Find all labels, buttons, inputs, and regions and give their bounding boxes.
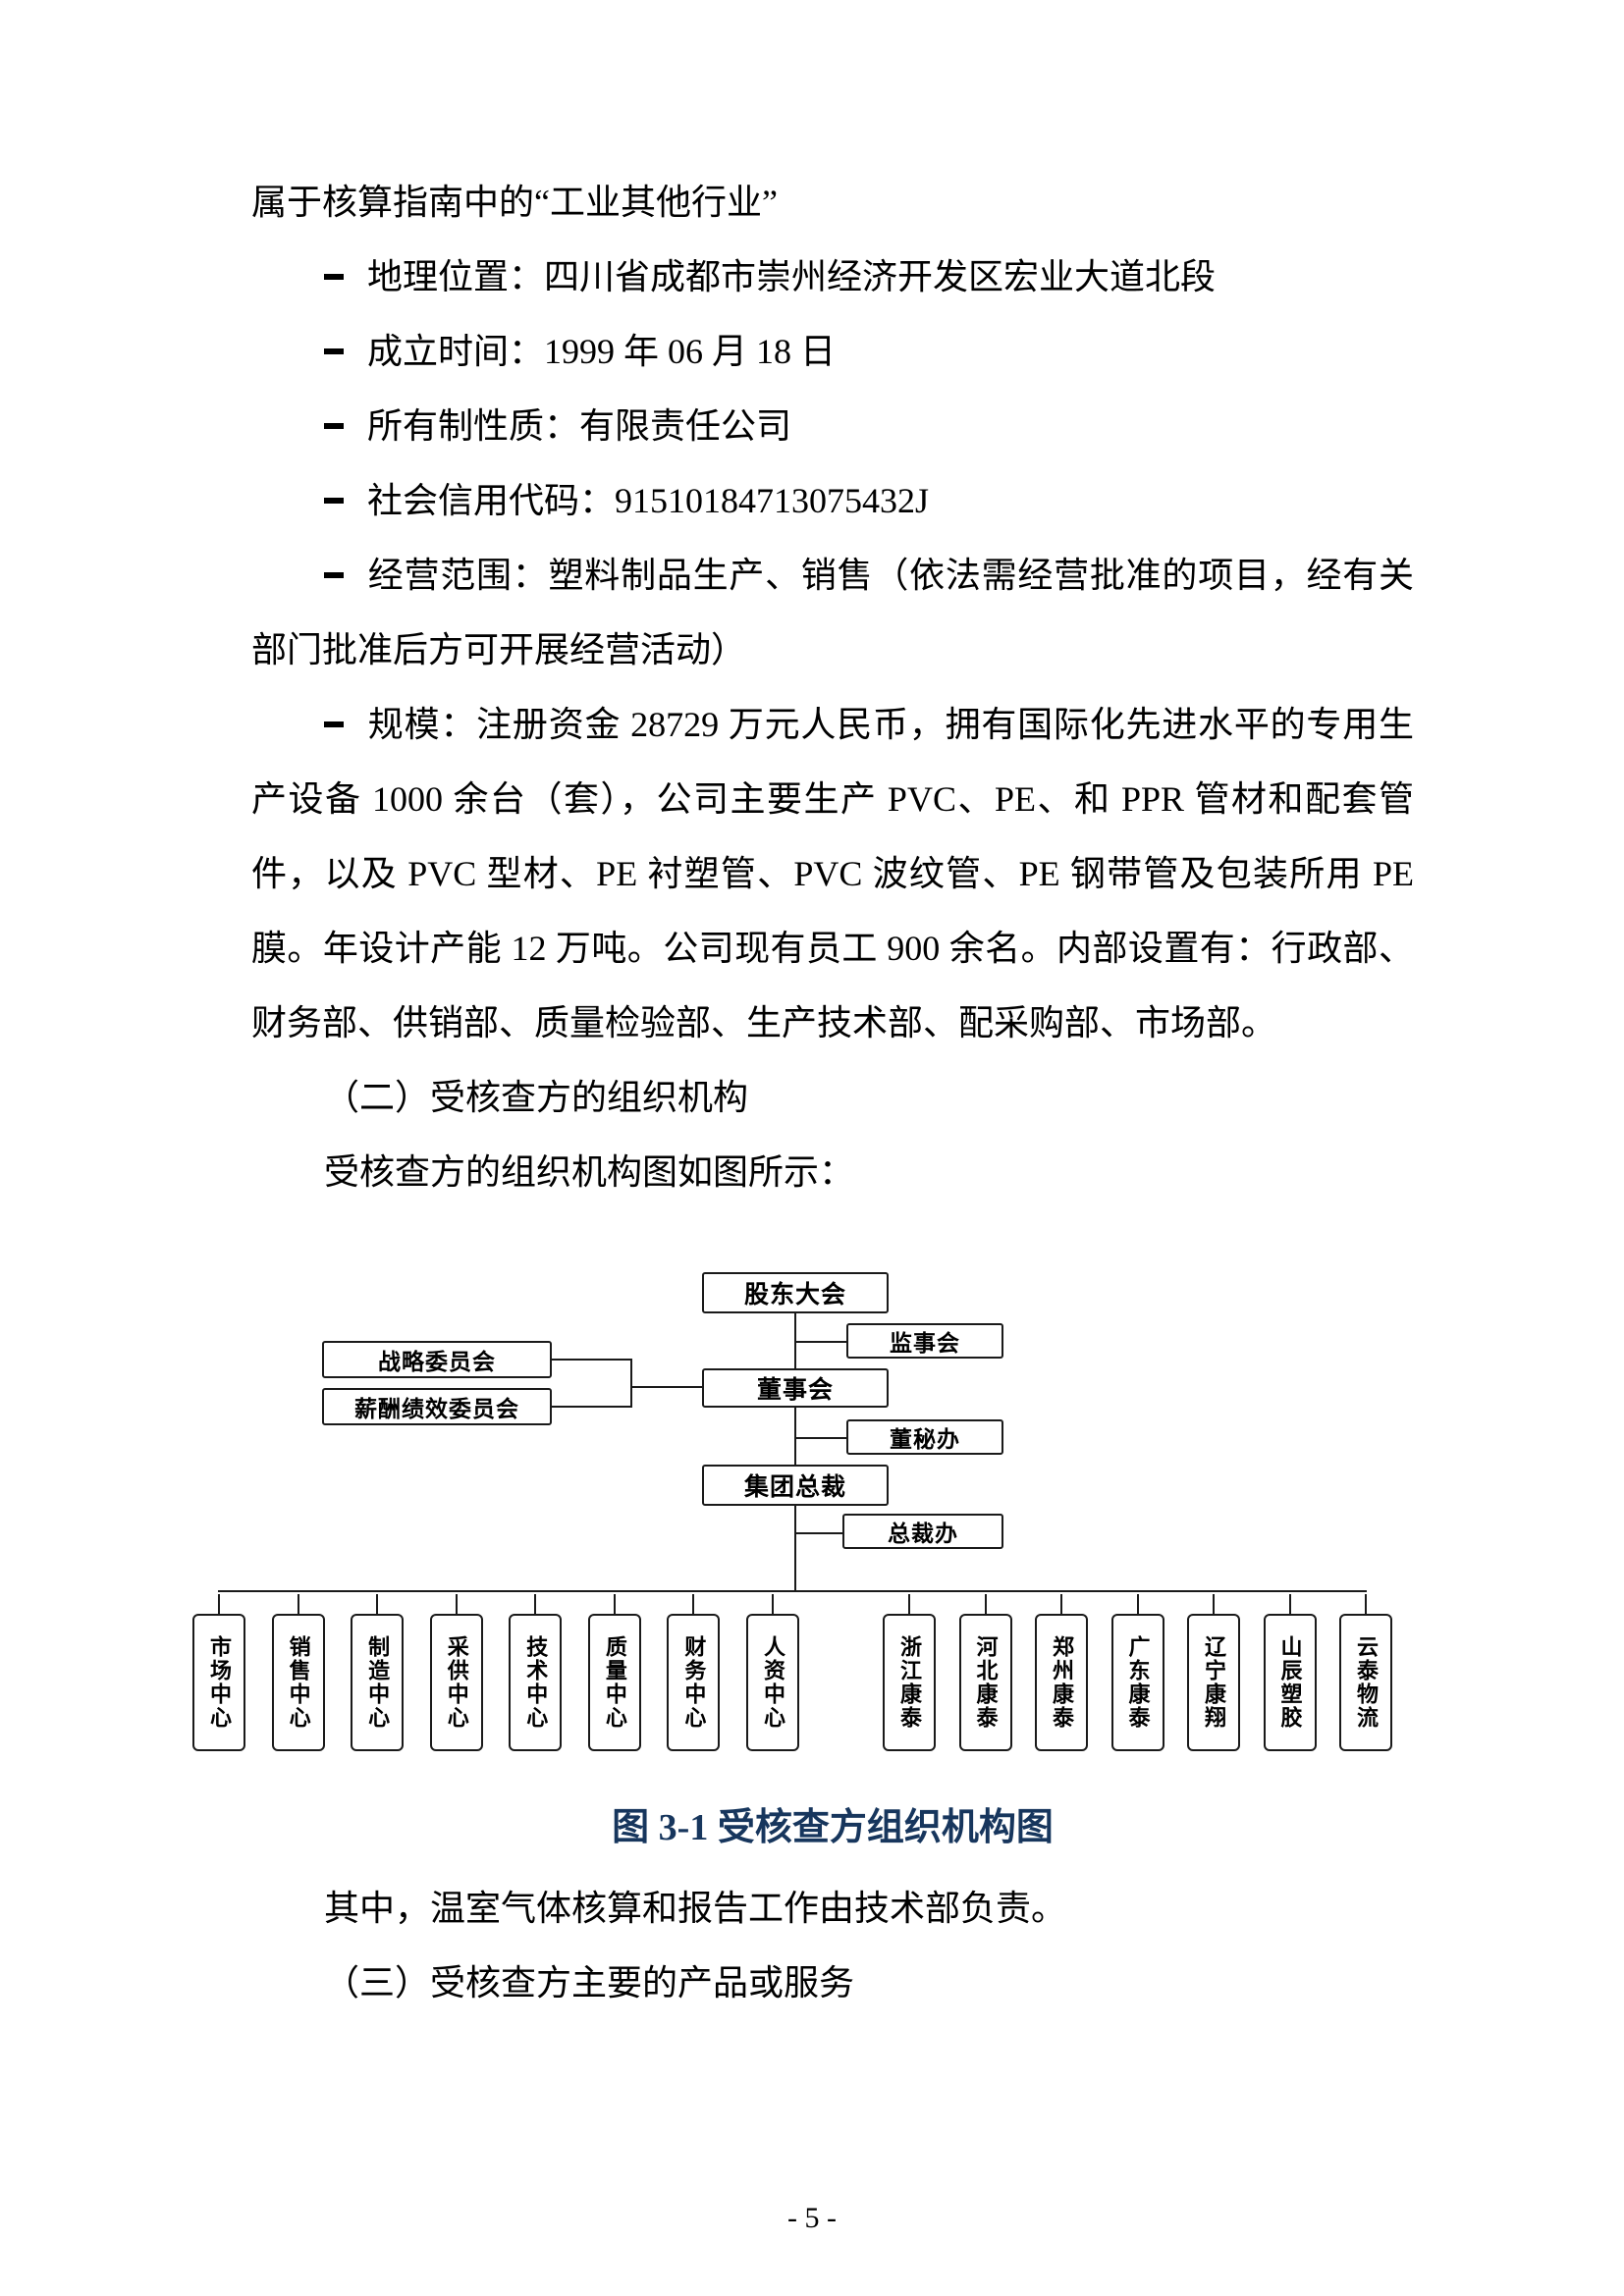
org-departments-group: 市场中心 销售中心 制造中心 采供中心 技术中心 质量中心 财务中心 人资中心 [192,1594,799,1751]
org-node-subsidiary: 浙江康泰 [883,1594,936,1751]
bullet-dash-icon [324,423,344,429]
org-node-department: 质量中心 [587,1594,641,1751]
connector-line [630,1386,702,1388]
bullet-item-ownership: 所有制性质：有限责任公司 [251,389,1414,463]
org-node-shareholders-meeting: 股东大会 [702,1272,889,1313]
org-node-president-office: 总裁办 [842,1514,1003,1549]
org-node-board-secretary-office: 董秘办 [846,1419,1003,1455]
bullet-item-founded: 成立时间：1999 年 06 月 18 日 [251,314,1414,389]
bullet-dash-icon [324,721,344,727]
bullet-item-credit-code: 社会信用代码：91510184713075432J [251,463,1414,538]
org-node-subsidiary: 云泰物流 [1339,1594,1392,1751]
bullet-dash-icon [324,274,344,280]
bullet-text: 所有制性质：有限责任公司 [367,406,792,446]
section3-heading: （三）受核查方主要的产品或服务 [324,1963,855,2002]
connector-line [552,1359,630,1361]
connector-line [794,1506,796,1592]
org-chart: 股东大会 监事会 战略委员会 董事会 薪酬绩效委员会 董秘办 集团总裁 总裁办 … [177,1258,1394,1769]
section2-intro: 受核查方的组织机构图如图所示： [324,1152,855,1192]
connector-line [794,1437,846,1439]
org-node-department: 技术中心 [509,1594,563,1751]
org-node-department: 人资中心 [745,1594,799,1751]
bullet-text: 成立时间：1999 年 06 月 18 日 [367,332,837,371]
org-node-department: 制造中心 [351,1594,405,1751]
org-node-subsidiary: 山辰塑胶 [1263,1594,1317,1751]
bullet-item-scale: 规模：注册资金 28729 万元人民币，拥有国际化先进水平的专用生产设备 100… [251,687,1414,1060]
section2-heading: （二）受核查方的组织机构 [324,1078,749,1117]
connector-line [794,1341,846,1343]
connector-line [552,1406,630,1408]
connector-line [630,1359,632,1408]
org-node-subsidiary: 河北康泰 [958,1594,1012,1751]
bullet-dash-icon [324,572,344,578]
org-node-subsidiary: 广东康泰 [1110,1594,1164,1751]
org-node-subsidiary: 郑州康泰 [1035,1594,1088,1751]
connector-line [218,1590,1367,1592]
bullet-item-location: 地理位置：四川省成都市崇州经济开发区宏业大道北段 [251,240,1414,314]
intro-line: 属于核算指南中的“工业其他行业” [251,183,778,222]
after-figure-note: 其中，温室气体核算和报告工作由技术部负责。 [324,1889,1067,1928]
org-node-department: 市场中心 [192,1594,245,1751]
figure-caption: 图 3-1 受核查方组织机构图 [612,1807,1054,1848]
bullet-text: 地理位置：四川省成都市崇州经济开发区宏业大道北段 [367,257,1217,296]
bullet-text: 经营范围：塑料制品生产、销售（依法需经营批准的项目，经有关部门批准后方可开展经营… [251,556,1414,669]
org-node-supervisory-board: 监事会 [846,1323,1003,1359]
org-node-department: 销售中心 [271,1594,325,1751]
org-node-compensation-committee: 薪酬绩效委员会 [322,1388,552,1425]
bullet-dash-icon [324,498,344,504]
bullet-text: 规模：注册资金 28729 万元人民币，拥有国际化先进水平的专用生产设备 100… [251,705,1414,1042]
org-node-strategy-committee: 战略委员会 [322,1341,552,1378]
org-node-department: 财务中心 [667,1594,721,1751]
org-node-group-president: 集团总裁 [702,1465,889,1506]
bullet-text: 社会信用代码：91510184713075432J [367,481,930,520]
org-node-department: 采供中心 [429,1594,483,1751]
page-number: - 5 - [787,2202,837,2234]
bullet-item-business-scope: 经营范围：塑料制品生产、销售（依法需经营批准的项目，经有关部门批准后方可开展经营… [251,538,1414,687]
connector-line [794,1532,842,1534]
page-content: 属于核算指南中的“工业其他行业” 地理位置：四川省成都市崇州经济开发区宏业大道北… [192,165,1414,2020]
org-subsidiaries-group: 浙江康泰 河北康泰 郑州康泰 广东康泰 辽宁康翔 山辰塑胶 云泰物流 [883,1594,1392,1751]
org-node-board-of-directors: 董事会 [702,1368,889,1408]
bullet-dash-icon [324,348,344,354]
org-node-subsidiary: 辽宁康翔 [1187,1594,1240,1751]
